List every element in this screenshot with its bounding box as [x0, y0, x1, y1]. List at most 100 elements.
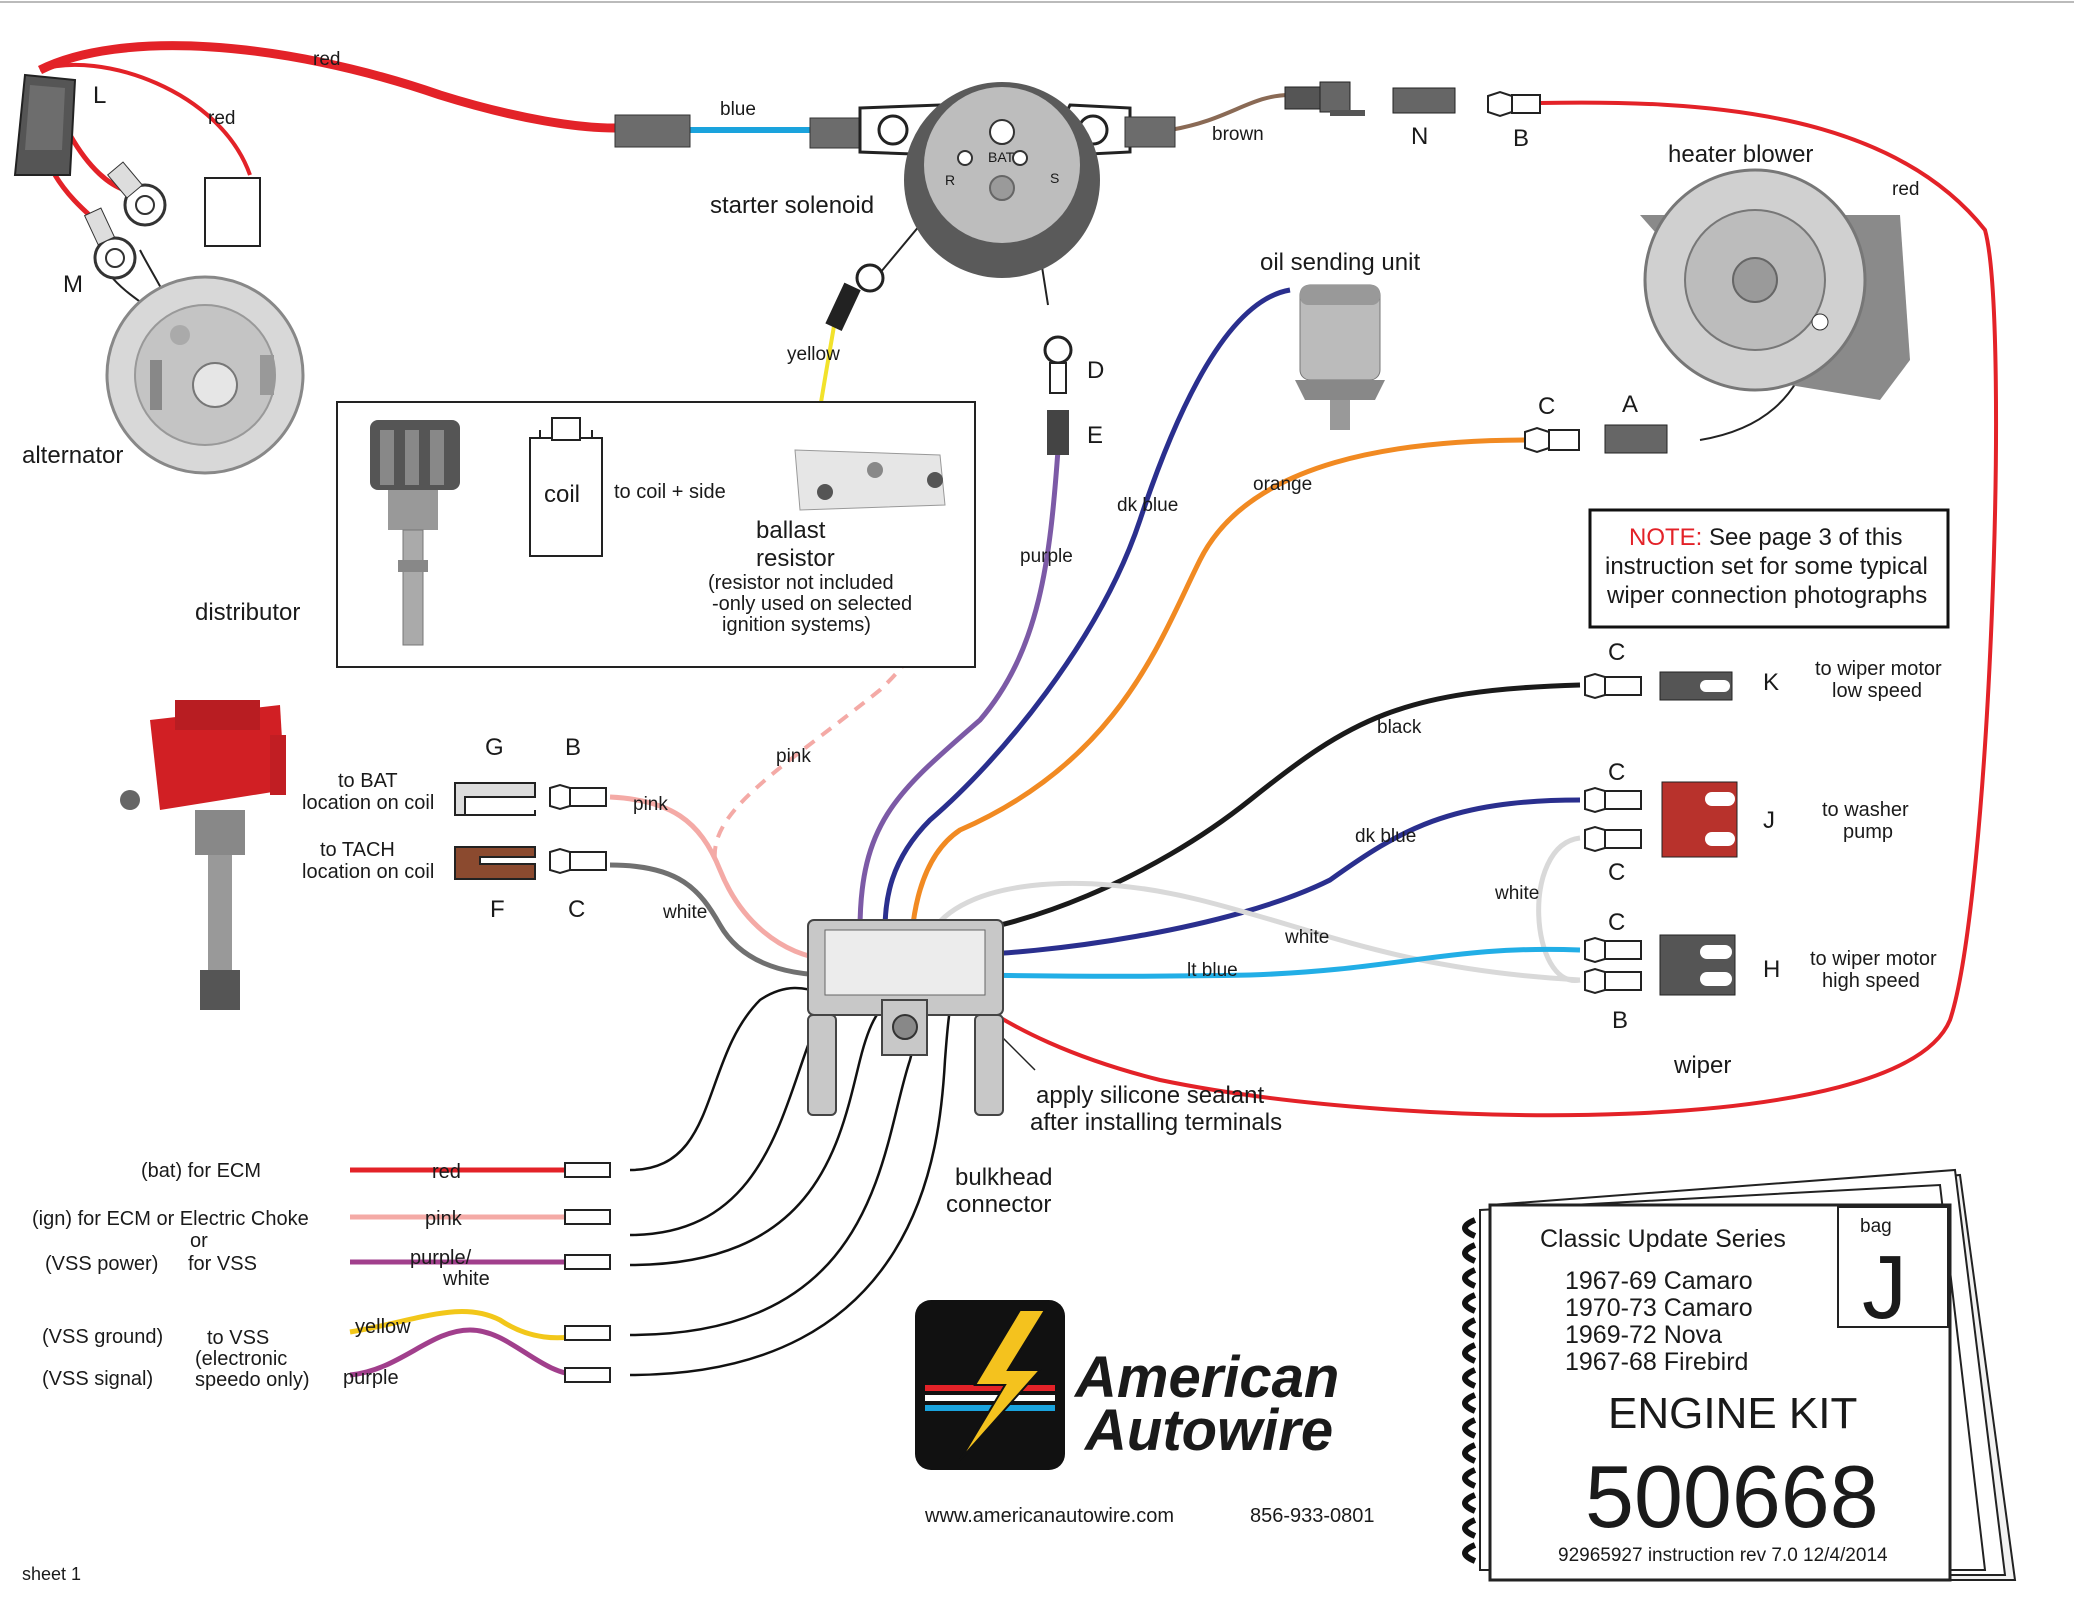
- connector-j: [1661, 781, 1738, 858]
- label-dk-blue-oil: dk blue: [1117, 495, 1178, 516]
- connector-f: [454, 846, 536, 880]
- brand-autowire: Autowire: [1083, 1398, 1333, 1463]
- ecm-purple-white-label-1: purple/: [410, 1247, 472, 1269]
- ecm-or-label: or: [190, 1230, 208, 1252]
- note-line-3: wiper connection photographs: [1606, 582, 1927, 609]
- booklet-model-3: 1969-72 Nova: [1565, 1321, 1722, 1349]
- oil-sending-unit-image: [1295, 284, 1385, 430]
- brand-url: www.americanautowire.com: [924, 1505, 1174, 1527]
- lt-blue-wire: [959, 946, 1581, 979]
- booklet-model-2: 1970-73 Camaro: [1565, 1294, 1753, 1322]
- booklet-bag-letter: J: [1862, 1238, 1907, 1338]
- red-wire-branch: [39, 62, 252, 176]
- letter-j: J: [1763, 807, 1775, 834]
- note-text-1: See page 3 of this: [1702, 524, 1902, 551]
- terminal-c-wiper-low: [1584, 672, 1642, 700]
- label-resistor: resistor: [756, 545, 835, 572]
- ecm-purple-label: purple: [343, 1367, 399, 1389]
- ecm-link-3: [629, 998, 896, 1267]
- letter-g: G: [485, 734, 504, 761]
- bulkhead-connector-image: [807, 919, 1004, 1116]
- terminal-c-washer-1: [1584, 786, 1642, 814]
- red-wire-battery: [37, 41, 616, 133]
- letter-n: N: [1411, 123, 1428, 150]
- letter-a: A: [1622, 391, 1638, 418]
- battery-connector-l: [13, 73, 77, 176]
- letter-h: H: [1763, 956, 1780, 983]
- label-pink: pink: [633, 794, 668, 815]
- connector-blue-solenoid: [809, 117, 866, 149]
- ballast-resistor-image: [794, 449, 946, 511]
- ring-terminal-m: [83, 207, 137, 280]
- booklet-kit: ENGINE KIT: [1608, 1389, 1857, 1438]
- label-purple: purple: [1020, 546, 1073, 567]
- label-washer-2: pump: [1843, 821, 1893, 843]
- label-ballast: ballast: [756, 517, 826, 544]
- terminal-b-top: [1487, 90, 1541, 118]
- label-white-tach: white: [662, 902, 707, 923]
- label-brown: brown: [1212, 124, 1264, 145]
- ecm-vss-signal-label: (VSS signal): [42, 1368, 153, 1390]
- dk-blue-wire-oil: [882, 287, 1291, 931]
- ecm-electronic-label: (electronic: [195, 1348, 287, 1370]
- letter-m: M: [63, 271, 83, 298]
- letter-b-wiper: B: [1612, 1007, 1628, 1034]
- label-wiper-high-2: high speed: [1822, 970, 1920, 992]
- coil-image: [529, 417, 603, 557]
- terminal-c-coil: [549, 847, 607, 875]
- hei-distributor-image: [120, 700, 286, 1010]
- label-sealant-1: apply silicone sealant: [1036, 1082, 1264, 1109]
- note-box: [1588, 508, 1950, 629]
- alternator-image: [105, 275, 305, 475]
- booklet-image: [1479, 1168, 2017, 1582]
- label-oil-sending-unit: oil sending unit: [1260, 249, 1420, 276]
- letter-b-top: B: [1513, 125, 1529, 152]
- label-orange: orange: [1253, 474, 1312, 495]
- label-pink-dashed: pink: [776, 746, 811, 767]
- label-to-tach: to TACH: [320, 839, 395, 861]
- connector-k: [1659, 671, 1733, 701]
- ring-terminal-yellow: [825, 263, 885, 332]
- booklet-model-1: 1967-69 Camaro: [1565, 1267, 1753, 1295]
- ring-terminal-l: [106, 161, 167, 227]
- connector-a: [1604, 424, 1668, 454]
- label-red-right: red: [1892, 179, 1919, 200]
- purple-wire: [857, 449, 1061, 931]
- dk-blue-wire-washer: [954, 797, 1581, 958]
- american-autowire-logo: [915, 1300, 1065, 1470]
- terminal-c-blower: [1524, 426, 1580, 454]
- fusible-link-box: [204, 177, 261, 247]
- sheet-label: sheet 1: [22, 1564, 81, 1584]
- booklet-instruction: 92965927 instruction rev 7.0 12/4/2014: [1558, 1545, 1888, 1566]
- ecm-for-vss-label: for VSS: [188, 1253, 257, 1275]
- ecm-purple-wire: [349, 1327, 581, 1378]
- ecm-ign-label: (ign) for ECM or Electric Choke: [32, 1208, 309, 1230]
- connector-h: [1659, 934, 1736, 996]
- letter-e: E: [1087, 422, 1103, 449]
- letter-f: F: [490, 896, 505, 923]
- ecm-terminals: [564, 1162, 611, 1383]
- label-distributor: distributor: [195, 599, 300, 626]
- letter-c-wiper-low: C: [1608, 639, 1625, 666]
- ring-terminal-d: [1043, 335, 1073, 394]
- label-wiper-low-2: low speed: [1832, 680, 1922, 702]
- letter-c-washer-2: C: [1608, 859, 1625, 886]
- label-yellow: yellow: [787, 344, 840, 365]
- brand-american: American: [1073, 1345, 1339, 1410]
- pink-wire: [609, 794, 831, 963]
- letter-c-wiper-high: C: [1608, 909, 1625, 936]
- heater-blower-image: [1640, 168, 1910, 400]
- label-starter-solenoid: starter solenoid: [710, 192, 874, 219]
- label-white-wiper: white: [1494, 883, 1539, 904]
- connector-solenoid-brown: [1124, 116, 1176, 148]
- label-resistor-note-2: -only used on selected: [712, 593, 912, 615]
- terminal-c-washer-2: [1584, 825, 1642, 853]
- orange-wire: [907, 437, 1531, 976]
- ecm-vss-ground-label: (VSS ground): [42, 1326, 163, 1348]
- white-wire-wiper: [1536, 835, 1581, 983]
- label-washer-1: to washer: [1822, 799, 1909, 821]
- label-red-top: red: [313, 49, 340, 70]
- booklet-model-4: 1967-68 Firebird: [1565, 1348, 1748, 1376]
- label-bat-location: location on coil: [302, 792, 434, 814]
